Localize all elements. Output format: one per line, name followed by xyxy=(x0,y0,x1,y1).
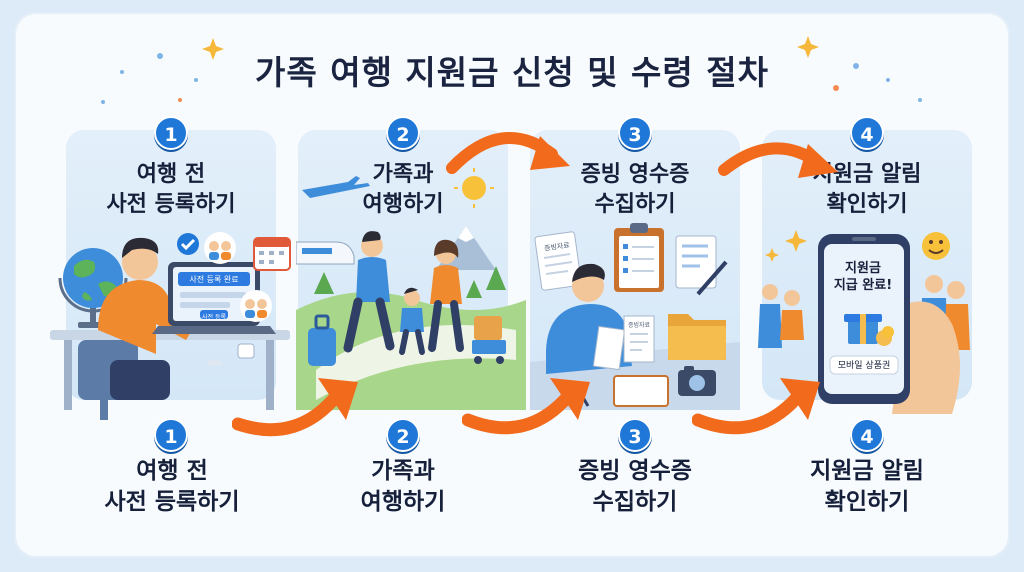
arrow-lower-2-3 xyxy=(462,378,590,435)
father-figure xyxy=(343,231,395,353)
step-2-title: 가족과 여행하기 xyxy=(362,162,444,217)
document-icon xyxy=(534,231,582,291)
step-2-badge: 2 xyxy=(386,116,420,150)
arrow-lower-1-2 xyxy=(232,378,358,437)
notification-illustration xyxy=(758,230,970,414)
arrow-lower-3-4 xyxy=(692,378,820,435)
form-pen-icon xyxy=(675,235,728,296)
clipboard-icon xyxy=(614,223,664,292)
gift-icon xyxy=(844,314,894,346)
step-1-title: 여행 전 사전 등록하기 xyxy=(106,162,236,217)
train-icon xyxy=(296,241,355,265)
receipt-icon xyxy=(592,325,626,371)
page-title: 가족 여행 지원금 신청 및 수령 절차 xyxy=(255,53,769,92)
step-4-badge: 4 xyxy=(850,116,884,150)
step-3-badge: 3 xyxy=(618,116,652,150)
bottom-step-3-badge: 3 xyxy=(618,418,652,452)
family-avatar-icon xyxy=(204,232,236,264)
family-figure xyxy=(758,284,804,348)
hand-receipt-label: 증빙자료 xyxy=(627,322,651,329)
check-icon xyxy=(177,233,199,255)
bottom-step-3-title: 증빙 영수증 수집하기 xyxy=(578,458,692,515)
receipt-icon xyxy=(623,315,655,363)
laptop-icon xyxy=(152,262,276,334)
screen-registration-label: 사전 등록 완료 xyxy=(189,275,239,284)
camera-icon xyxy=(678,366,716,396)
bottom-step-1-title: 여행 전 사전 등록하기 xyxy=(104,458,240,515)
bottom-step-4-badge: 4 xyxy=(850,418,884,452)
bottom-step-4-title: 지원금 알림 확인하기 xyxy=(810,458,924,515)
bottom-step-2-badge: 2 xyxy=(386,418,420,452)
mother-figure xyxy=(428,239,464,352)
folder-icon xyxy=(668,314,726,360)
family-travel-illustration xyxy=(296,168,526,410)
arrow-upper-3-4 xyxy=(718,142,838,178)
arrow-upper-2-3 xyxy=(446,131,570,174)
suitcase-icon xyxy=(308,314,336,366)
calendar-icon xyxy=(253,237,291,271)
smiley-icon xyxy=(922,232,950,260)
step-3-title: 증빙 영수증 수집하기 xyxy=(580,162,690,217)
airplane-icon xyxy=(302,176,370,198)
luggage-cart-icon xyxy=(472,316,506,364)
step-1-badge: 1 xyxy=(154,116,188,150)
bottom-step-1-badge: 1 xyxy=(154,418,188,452)
screen-button-label: 사전 등록 xyxy=(202,314,226,321)
phone-message: 지원금 지급 완료! xyxy=(833,261,893,293)
child-figure xyxy=(399,287,425,355)
phone-voucher-label: 모바일 상품권 xyxy=(837,361,891,371)
family-avatar-icon xyxy=(240,290,272,322)
bottom-step-2-title: 가족과 여행하기 xyxy=(360,458,446,515)
sun-icon xyxy=(454,168,494,208)
registration-illustration xyxy=(50,232,291,420)
